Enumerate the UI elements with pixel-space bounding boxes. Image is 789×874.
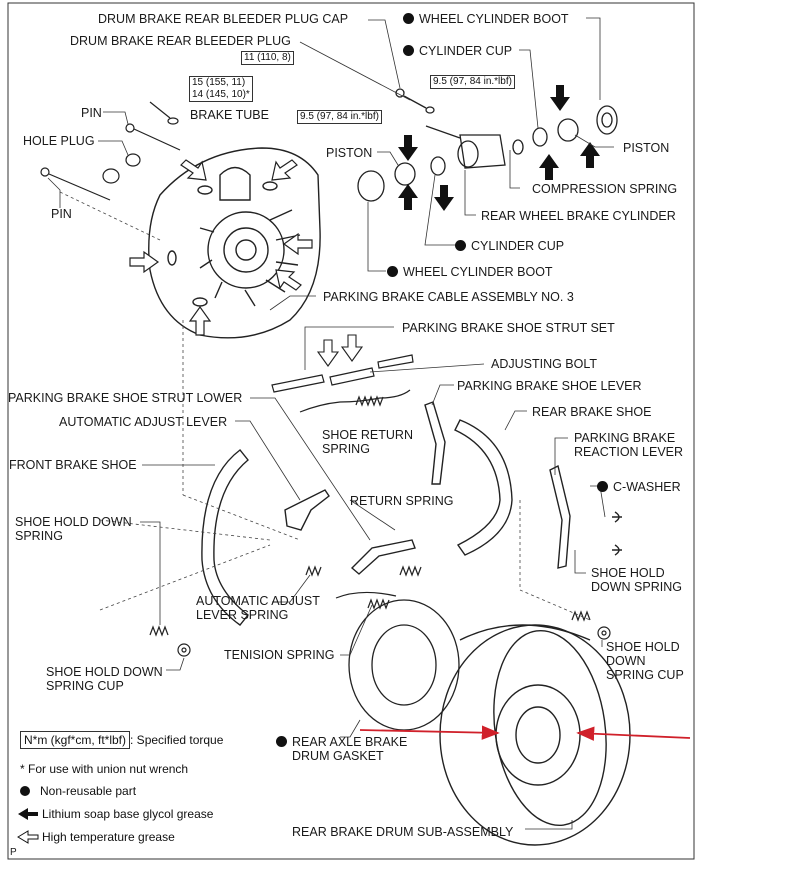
label-hold-down-spring-right-1: SHOE HOLD xyxy=(591,566,665,580)
legend-non-reusable: Non-reusable part xyxy=(40,784,137,798)
torque-bleeder: 11 (110, 8) xyxy=(241,51,294,65)
label-hold-down-spring-right-2: DOWN SPRING xyxy=(591,580,682,594)
non-reusable-dot-icon xyxy=(597,481,608,492)
label-rear-brake-shoe: REAR BRAKE SHOE xyxy=(532,405,652,419)
label-adjusting-bolt: ADJUSTING BOLT xyxy=(491,357,598,371)
backing-plate xyxy=(148,147,321,339)
lithium-grease-arrows xyxy=(398,85,600,211)
legend-lithium-grease: Lithium soap base glycol grease xyxy=(42,807,214,821)
legend-torque: N*m (kgf*cm, ft*lbf): Specified torque xyxy=(20,731,223,749)
red-highlight-arrows xyxy=(359,725,691,741)
torque-brake-tube: 15 (155, 11)14 (145, 10)* xyxy=(189,76,253,102)
label-piston-left: PISTON xyxy=(326,146,373,160)
label-return-spring: RETURN SPRING xyxy=(350,494,454,508)
torque-cylinder-left: 9.5 (97, 84 in.*lbf) xyxy=(297,110,382,124)
label-shoe-return-spring-1: SHOE RETURN xyxy=(322,428,413,442)
label-shoe-return-spring-2: SPRING xyxy=(322,442,370,456)
label-cylinder-cup-mid: CYLINDER CUP xyxy=(455,239,564,253)
leader-lines xyxy=(47,17,614,830)
label-front-brake-shoe: FRONT BRAKE SHOE xyxy=(9,458,137,472)
strut-set xyxy=(271,354,414,413)
non-reusable-dot-icon xyxy=(387,266,398,277)
strut-grease-arrows xyxy=(316,334,364,367)
label-piston-right: PISTON xyxy=(623,141,670,155)
label-drum-sub-assembly: REAR BRAKE DRUM SUB-ASSEMBLY xyxy=(292,825,514,839)
label-wheel-cylinder-boot-top: WHEEL CYLINDER BOOT xyxy=(403,12,569,26)
legend-icons xyxy=(17,786,39,844)
wheel-studs xyxy=(199,209,301,307)
label-hold-down-spring-left-2: SPRING xyxy=(15,529,63,543)
label-bleeder-plug-cap: DRUM BRAKE REAR BLEEDER PLUG CAP xyxy=(98,12,349,26)
label-tension-spring: TENISION SPRING xyxy=(224,648,335,662)
label-bleeder-plug: DRUM BRAKE REAR BLEEDER PLUG xyxy=(70,34,291,48)
label-brake-tube: BRAKE TUBE xyxy=(190,108,269,122)
non-reusable-dot-icon xyxy=(403,13,414,24)
label-cylinder-cup-top: CYLINDER CUP xyxy=(403,44,512,58)
drum-gasket xyxy=(348,599,460,731)
label-rear-wheel-brake-cylinder: REAR WHEEL BRAKE CYLINDER xyxy=(481,209,676,223)
non-reusable-dot-icon xyxy=(276,736,287,747)
torque-cylinder-right: 9.5 (97, 84 in.*lbf) xyxy=(430,75,515,89)
label-hold-down-cup-right-1: SHOE HOLD xyxy=(606,640,680,654)
label-reaction-lever-2: REACTION LEVER xyxy=(574,445,684,459)
wheel-cylinder-group xyxy=(357,88,618,202)
label-strut-set: PARKING BRAKE SHOE STRUT SET xyxy=(402,321,615,335)
label-drum-gasket-2: DRUM GASKET xyxy=(292,749,384,763)
label-c-washer: C-WASHER xyxy=(597,480,681,494)
label-auto-adjust-spring-2: LEVER SPRING xyxy=(196,608,289,622)
corner-mark: P xyxy=(10,847,17,858)
non-reusable-dot-icon xyxy=(403,45,414,56)
label-wheel-cylinder-boot-mid: WHEEL CYLINDER BOOT xyxy=(387,265,553,279)
left-small-parts xyxy=(40,101,181,201)
label-hold-down-cup-left-1: SHOE HOLD DOWN xyxy=(46,665,163,679)
label-automatic-adjust-lever: AUTOMATIC ADJUST LEVER xyxy=(59,415,228,429)
label-strut-lower: PARKING BRAKE SHOE STRUT LOWER xyxy=(8,391,243,405)
legend-union-nut: * For use with union nut wrench xyxy=(20,762,189,776)
springs xyxy=(149,395,591,637)
label-parking-brake-cable: PARKING BRAKE CABLE ASSEMBLY NO. 3 xyxy=(323,290,574,304)
label-hold-down-cup-right-2: DOWN xyxy=(606,654,646,668)
non-reusable-dot-icon xyxy=(455,240,466,251)
label-pin-left: PIN xyxy=(51,207,72,221)
legend-high-temp-grease: High temperature grease xyxy=(42,830,175,844)
spring-cups xyxy=(177,626,611,657)
label-reaction-lever-1: PARKING BRAKE xyxy=(574,431,676,445)
label-hold-down-spring-left-1: SHOE HOLD DOWN xyxy=(15,515,132,529)
label-shoe-lever: PARKING BRAKE SHOE LEVER xyxy=(457,379,642,393)
label-hold-down-cup-right-3: SPRING CUP xyxy=(606,668,684,682)
label-pin-top: PIN xyxy=(81,106,102,120)
label-auto-adjust-spring-1: AUTOMATIC ADJUST xyxy=(196,594,320,608)
label-hold-down-cup-left-2: SPRING CUP xyxy=(46,679,124,693)
label-hole-plug: HOLE PLUG xyxy=(23,134,95,148)
label-compression-spring: COMPRESSION SPRING xyxy=(532,182,678,196)
label-drum-gasket-1: REAR AXLE BRAKE xyxy=(276,735,407,749)
dashed-guides xyxy=(59,191,591,621)
high-temp-grease-arrows xyxy=(129,159,313,336)
